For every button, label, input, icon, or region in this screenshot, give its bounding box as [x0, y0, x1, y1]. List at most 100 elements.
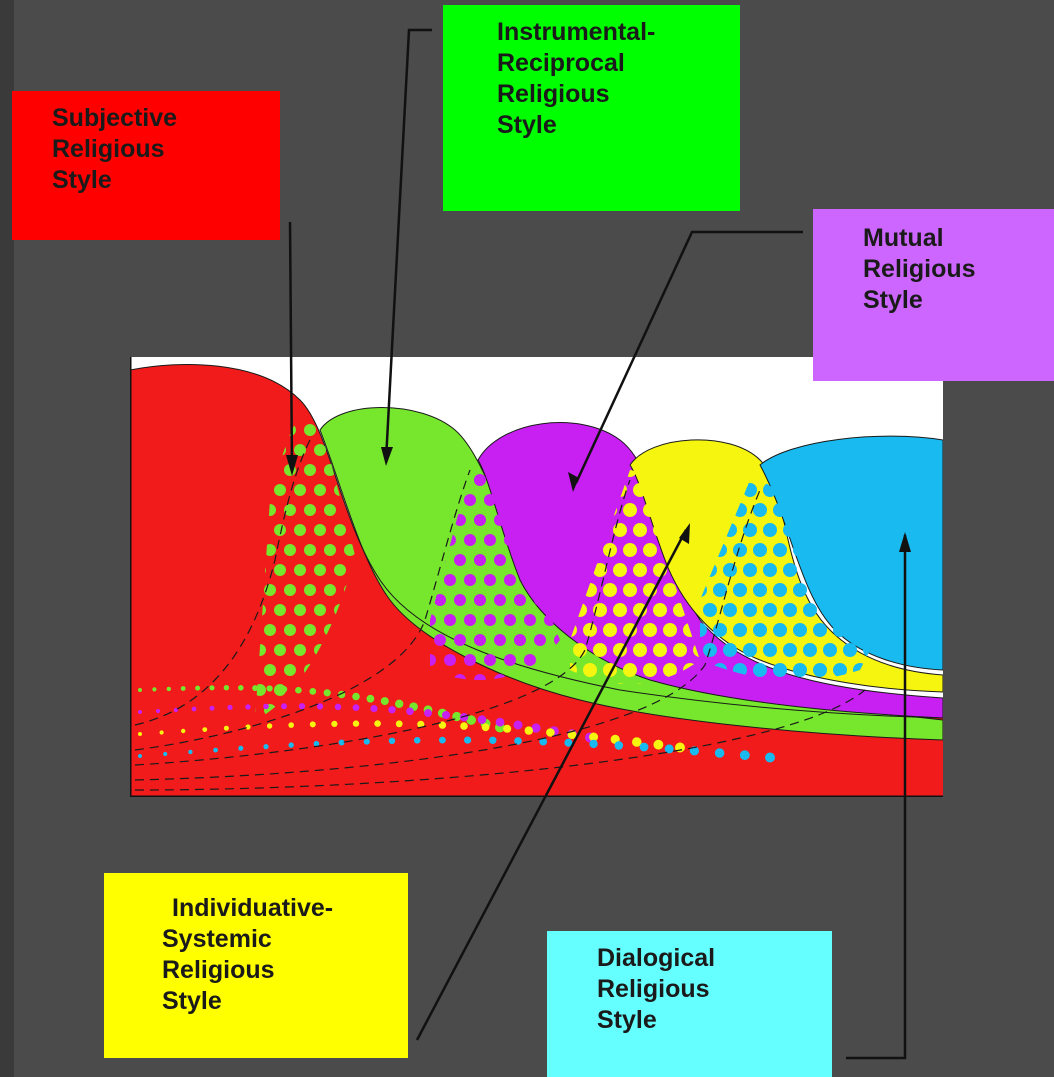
dot: [643, 663, 657, 677]
dot: [464, 654, 476, 666]
dot: [138, 754, 142, 758]
dot: [159, 730, 164, 735]
wave-mutual: [477, 422, 943, 719]
dot: [739, 750, 750, 761]
connector-dialogical: [846, 535, 907, 1060]
dot: [430, 614, 436, 626]
dot: [613, 523, 627, 537]
dot: [524, 654, 536, 666]
dot: [783, 603, 797, 617]
dot: [513, 720, 523, 730]
dot: [743, 603, 757, 617]
dot: [713, 623, 727, 637]
dot: [863, 643, 870, 657]
dot: [288, 742, 294, 748]
label-instrumental-reciprocal-religious-style: Instrumental- Reciprocal Religious Style: [443, 5, 740, 211]
dot: [223, 685, 230, 691]
dot: [374, 720, 381, 727]
dot: [466, 715, 477, 725]
dot: [166, 686, 171, 692]
dot: [763, 603, 777, 617]
dot: [454, 594, 466, 606]
dot: [714, 748, 725, 758]
dot: [623, 543, 637, 557]
dot: [793, 543, 807, 557]
dot: [477, 715, 487, 724]
label-line: Mutual: [863, 224, 944, 252]
dot: [514, 554, 526, 566]
dot: [417, 720, 425, 728]
dot: [191, 706, 197, 712]
dot: [284, 504, 296, 516]
dot: [280, 686, 288, 693]
dot: [464, 614, 476, 626]
dot: [484, 494, 496, 506]
dot: [238, 685, 244, 691]
dot: [833, 623, 847, 637]
dot: [238, 745, 244, 751]
dot: [723, 563, 737, 577]
label-mutual-religious-style: Mutual Religious Style: [813, 209, 1054, 381]
dot: [209, 705, 215, 711]
dot: [593, 563, 607, 577]
dot: [494, 594, 506, 606]
label-subjective-religious-style: Subjective Religious Style: [12, 91, 280, 240]
dot: [813, 583, 827, 597]
dot: [295, 686, 302, 694]
dot: [474, 674, 486, 680]
dot: [773, 583, 787, 597]
dot: [264, 544, 276, 556]
dot: [181, 728, 186, 734]
label-dialogical-religious-style: Dialogical Religious Style: [547, 931, 832, 1077]
dot: [180, 686, 186, 691]
dot: [504, 534, 516, 546]
dot: [464, 534, 476, 546]
dot: [252, 685, 259, 692]
dot: [504, 574, 516, 586]
dot: [653, 603, 667, 617]
dot: [245, 704, 251, 710]
label-line: Dialogical: [597, 944, 716, 972]
dot: [723, 643, 737, 657]
dot: [554, 634, 560, 646]
dot: [324, 504, 336, 516]
dot: [304, 464, 316, 476]
dot: [633, 603, 647, 617]
dot: [803, 603, 817, 617]
dot: [314, 524, 326, 536]
dot: [474, 594, 486, 606]
dot: [593, 603, 607, 617]
dot: [743, 643, 757, 657]
connector-subjective: [288, 221, 294, 471]
dot: [773, 663, 787, 677]
dot: [444, 654, 456, 666]
arrow-icon: [679, 523, 690, 544]
dot: [514, 634, 526, 646]
dot: [503, 724, 512, 733]
dot: [434, 634, 446, 646]
dot: [284, 664, 296, 676]
dot: [603, 583, 617, 597]
dot: [514, 737, 522, 745]
dot: [753, 623, 767, 637]
dot: [366, 694, 375, 703]
dot: [370, 705, 378, 713]
dot: [424, 709, 432, 717]
dot: [481, 723, 490, 732]
dot: [753, 663, 767, 677]
dot: [209, 685, 215, 691]
dot: [793, 663, 807, 677]
dot: [138, 710, 142, 714]
dot: [314, 564, 326, 576]
dot: [803, 563, 817, 577]
dashed-lines: [134, 439, 866, 791]
dot: [304, 504, 316, 516]
dot: [195, 685, 201, 691]
label-line: Reciprocal: [497, 49, 625, 77]
label-line: Religious: [52, 135, 165, 163]
label-line: Style: [497, 111, 557, 139]
label-line: Style: [162, 987, 222, 1015]
label-line: Style: [597, 1006, 657, 1034]
dot: [803, 643, 817, 657]
